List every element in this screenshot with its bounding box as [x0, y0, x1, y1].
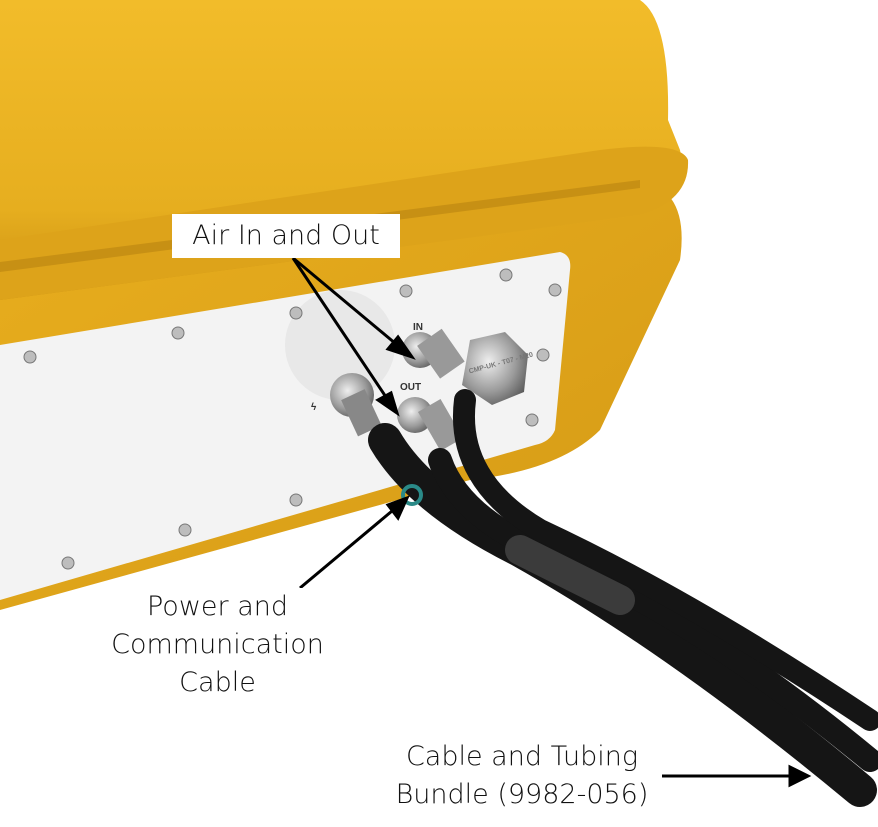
callout-line: Bundle (9982-056)	[395, 779, 649, 810]
cable-and-tubing-bundle	[368, 389, 878, 807]
callout-line: Communication	[111, 629, 324, 660]
power-symbol-label: ϟ	[311, 402, 317, 413]
callout-arrows	[291, 256, 812, 788]
cable-tubing-bundle-callout: Cable and Tubing Bundle (9982-056)	[382, 738, 662, 814]
callout-line: Power and	[146, 591, 288, 622]
connector-in	[402, 328, 465, 379]
in-port-label: IN	[413, 322, 423, 333]
power-communication-callout: Power and Communication Cable	[90, 588, 345, 702]
connector-power	[330, 373, 382, 437]
cable-gland	[462, 332, 528, 405]
callout-line: Cable and Tubing	[405, 741, 639, 772]
out-port-label: OUT	[400, 382, 422, 393]
connector-out	[397, 397, 464, 451]
air-in-out-callout: Air In and Out	[172, 214, 400, 258]
callout-line: Cable	[179, 667, 256, 698]
